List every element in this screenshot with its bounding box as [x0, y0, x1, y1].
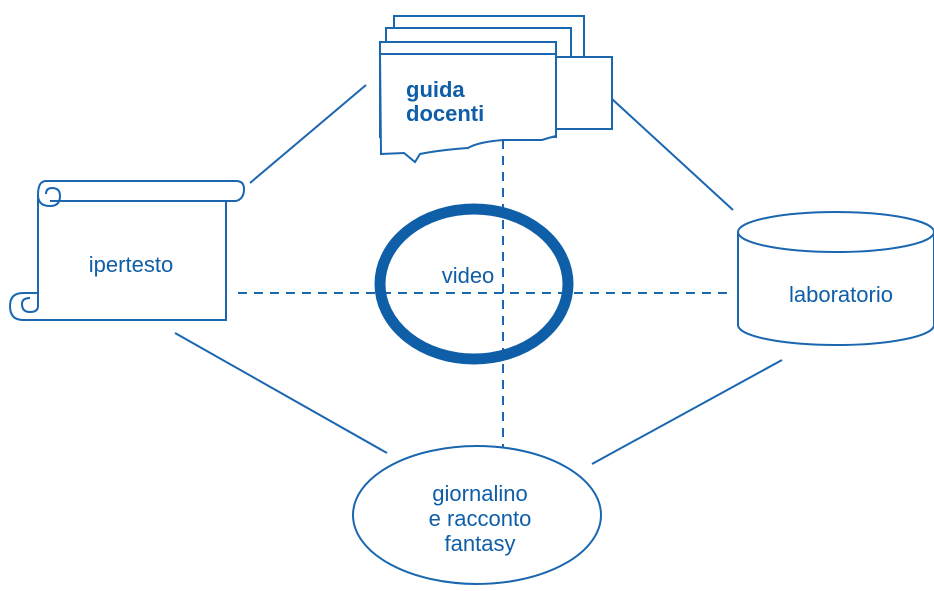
- lab-node[interactable]: laboratorio: [737, 211, 934, 346]
- cylinder-top: [737, 211, 934, 253]
- connector-lab-journal: [591, 359, 783, 465]
- cylinder-body: [737, 232, 934, 346]
- connector-guide-lab: [599, 87, 734, 211]
- scroll-bottom-curl: [20, 293, 39, 314]
- journal-label-line3: fantasy: [445, 531, 516, 556]
- journal-ellipse: [352, 445, 602, 585]
- connector-hypertext-journal: [174, 332, 388, 454]
- hypertext-label: ipertesto: [89, 252, 173, 277]
- guide-page-front: [378, 53, 557, 164]
- video-node[interactable]: video: [374, 203, 574, 365]
- guide-label-line2: docenti: [406, 101, 484, 126]
- video-ring: [374, 203, 574, 365]
- guide-page-right: [554, 56, 613, 130]
- hypertext-node[interactable]: ipertesto: [8, 180, 246, 321]
- journal-label-line2: e racconto: [429, 506, 532, 531]
- journal-label-line1: giornalino: [432, 481, 527, 506]
- guide-node[interactable]: guida docenti: [378, 15, 613, 164]
- connector-guide-hypertext: [249, 84, 367, 184]
- connectors: [174, 84, 783, 465]
- lab-label: laboratorio: [789, 282, 893, 307]
- scroll-body: [8, 180, 246, 321]
- video-label: video: [442, 263, 495, 288]
- guide-label-line1: guida: [406, 77, 465, 102]
- journal-node[interactable]: giornalino e racconto fantasy: [352, 445, 602, 585]
- dashed-axes: [238, 140, 728, 452]
